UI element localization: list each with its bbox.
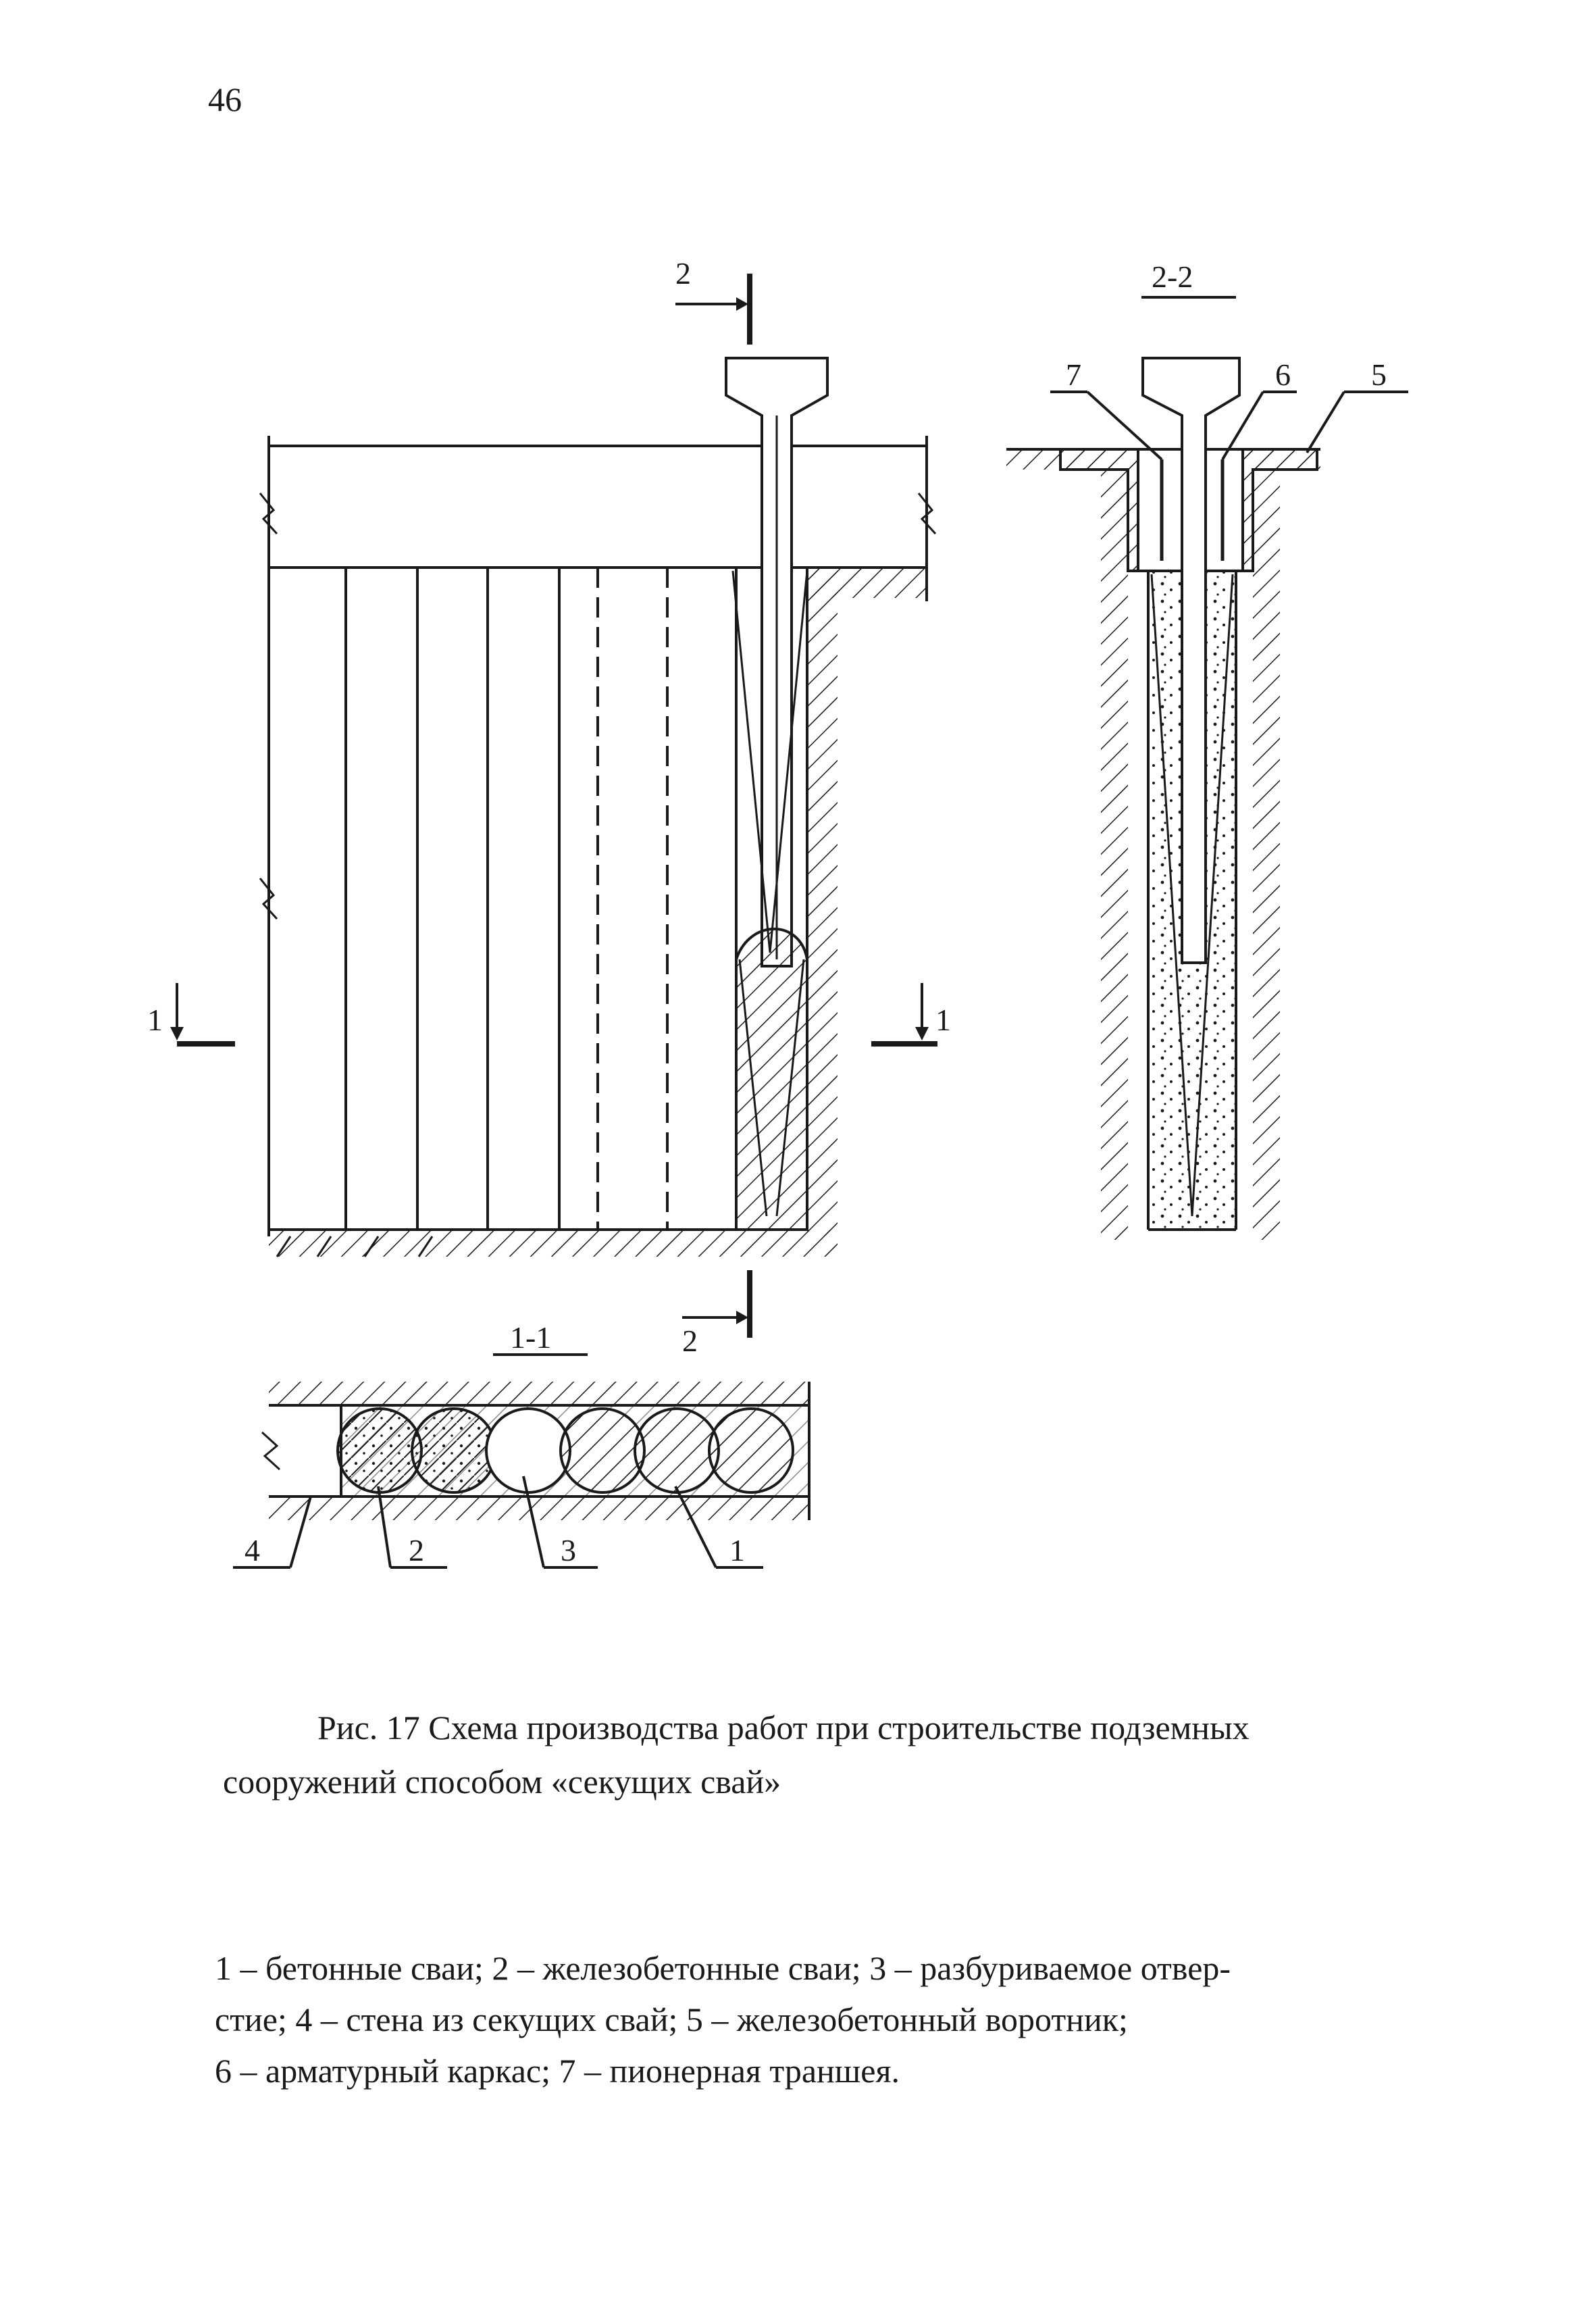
cut1-right-label: 1: [935, 1003, 951, 1037]
section-2-marker-top: 2: [675, 256, 752, 345]
figure-caption-line-1: Рис. 17 Схема производства работ при стр…: [317, 1709, 1250, 1746]
reinforced-pile: [411, 1407, 497, 1494]
concrete-pile: [559, 1407, 646, 1494]
section-2-2-view: 2-2 7 6 5: [1006, 259, 1408, 1240]
concrete-pile: [634, 1407, 720, 1494]
section-2-2-title: 2-2: [1152, 259, 1193, 294]
cut1-left-label: 1: [147, 1003, 163, 1037]
reinforced-pile: [336, 1407, 423, 1494]
drilled-hole: [485, 1407, 571, 1494]
legend-line-2: стие; 4 – стена из секущих свай; 5 – жел…: [215, 2001, 1128, 2038]
legend-line-3: 6 – арматурный каркас; 7 – пионерная тра…: [215, 2052, 900, 2090]
callout-5: 5: [1371, 357, 1387, 392]
callout-6: 6: [1275, 357, 1291, 392]
callout-2: 2: [409, 1533, 424, 1567]
figure-caption-line-2: сооружений способом «секущих свай»: [223, 1763, 781, 1801]
section-1-marker-left: 1: [147, 983, 235, 1047]
elevation-view: [259, 357, 937, 1257]
section-1-1-title: 1-1: [510, 1320, 551, 1355]
figure-legend: 1 – бетонные сваи; 2 – железобетонные св…: [215, 1942, 1404, 2096]
legend-line-1: 1 – бетонные сваи; 2 – железобетонные св…: [215, 1949, 1231, 1987]
section-1-1-view: 1-1 4 2 3 1: [233, 1320, 810, 1569]
concrete-pile: [708, 1407, 794, 1494]
section-1-marker-right: 1: [871, 983, 951, 1047]
callout-1: 1: [729, 1533, 745, 1567]
cut2-bottom-label: 2: [682, 1324, 698, 1358]
cut2-top-label: 2: [675, 256, 691, 291]
callout-7: 7: [1066, 357, 1081, 392]
section-2-marker-bottom: 2: [682, 1270, 752, 1358]
callout-4: 4: [244, 1533, 260, 1567]
page-number: 46: [208, 80, 242, 118]
callout-3: 3: [561, 1533, 576, 1567]
